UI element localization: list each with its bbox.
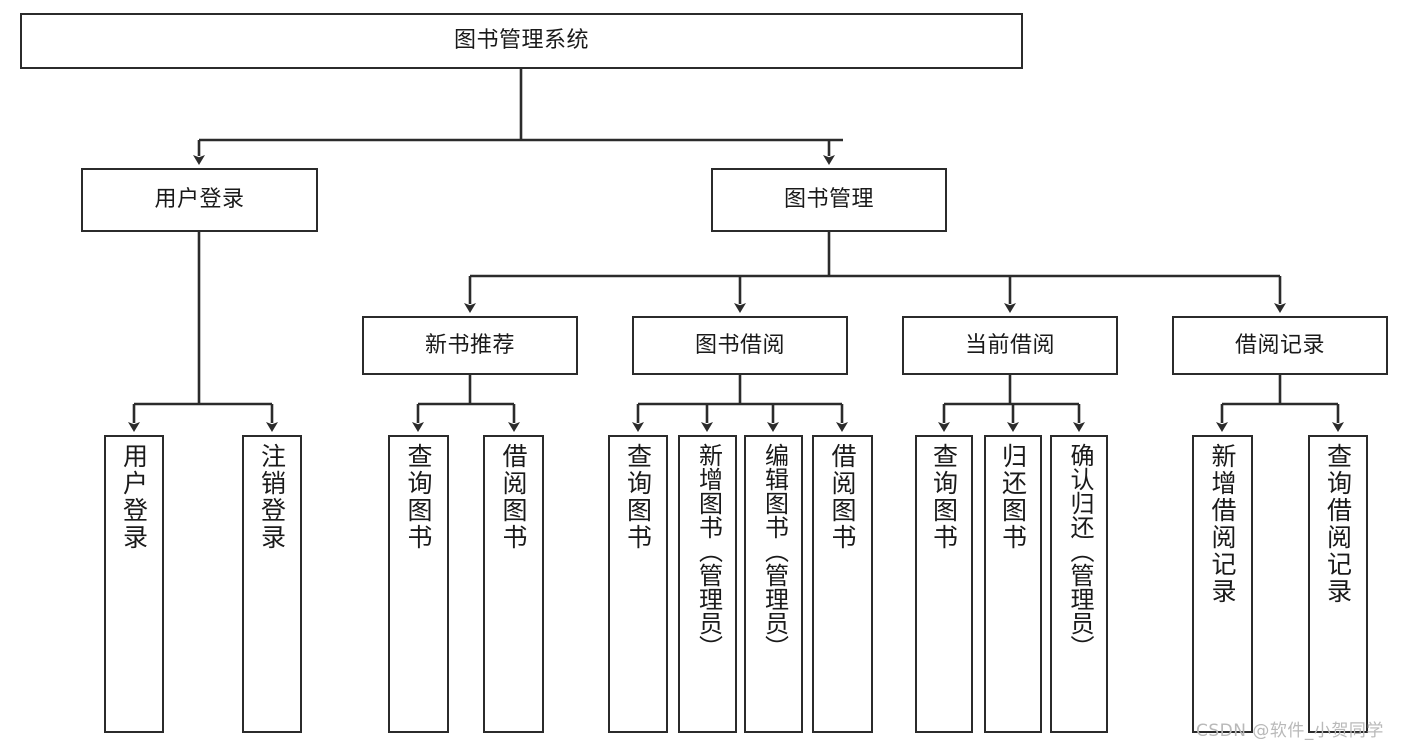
leaf-edit-book[interactable]: 编辑图书（管理员） [744,435,803,733]
leaf-borrow-book-rec[interactable]: 借阅图书 [483,435,544,733]
leaf-query-book-borrow-label: 查询图书 [623,443,653,551]
leaf-return-book[interactable]: 归还图书 [984,435,1042,733]
leaf-confirm-return-label: 确认归还（管理员） [1065,443,1094,659]
leaf-add-record-label: 新增借阅记录 [1208,443,1237,605]
leaf-return-book-label: 归还图书 [998,443,1028,551]
leaf-edit-book-label: 编辑图书（管理员） [760,443,789,659]
node-book-manage-label: 图书管理 [783,187,874,213]
leaf-borrow-book-rec-label: 借阅图书 [499,443,528,551]
leaf-query-book-cur-label: 查询图书 [929,443,959,551]
leaf-query-book-rec[interactable]: 查询图书 [388,435,449,733]
leaf-add-record[interactable]: 新增借阅记录 [1192,435,1253,733]
leaf-logout-label: 注销登录 [257,443,287,551]
csdn-watermark: CSDN @软件_小贺同学 [1196,721,1384,741]
leaf-logout[interactable]: 注销登录 [242,435,302,733]
leaf-user-login-label: 用户登录 [119,443,149,551]
node-book-borrow[interactable]: 图书借阅 [632,316,848,375]
node-current-borrow-label: 当前借阅 [964,332,1055,358]
node-borrow-record-label: 借阅记录 [1234,332,1325,358]
node-new-book-recommend-label: 新书推荐 [424,332,515,358]
node-new-book-recommend[interactable]: 新书推荐 [362,316,578,375]
leaf-add-book[interactable]: 新增图书（管理员） [678,435,737,733]
node-borrow-record[interactable]: 借阅记录 [1172,316,1388,375]
leaf-query-record-label: 查询借阅记录 [1323,443,1353,605]
node-root[interactable]: 图书管理系统 [20,13,1023,69]
leaf-query-record[interactable]: 查询借阅记录 [1308,435,1368,733]
node-book-borrow-label: 图书借阅 [694,332,785,358]
leaf-query-book-borrow[interactable]: 查询图书 [608,435,668,733]
node-current-borrow[interactable]: 当前借阅 [902,316,1118,375]
leaf-query-book-cur[interactable]: 查询图书 [915,435,973,733]
leaf-query-book-rec-label: 查询图书 [404,443,433,551]
node-user-login[interactable]: 用户登录 [81,168,318,232]
leaf-add-book-label: 新增图书（管理员） [694,443,723,659]
leaf-user-login[interactable]: 用户登录 [104,435,164,733]
node-book-manage[interactable]: 图书管理 [711,168,947,232]
leaf-borrow-book-label: 借阅图书 [828,443,857,551]
leaf-confirm-return[interactable]: 确认归还（管理员） [1050,435,1108,733]
leaf-borrow-book[interactable]: 借阅图书 [812,435,873,733]
node-user-login-label: 用户登录 [154,187,245,213]
node-root-label: 图书管理系统 [453,28,589,54]
